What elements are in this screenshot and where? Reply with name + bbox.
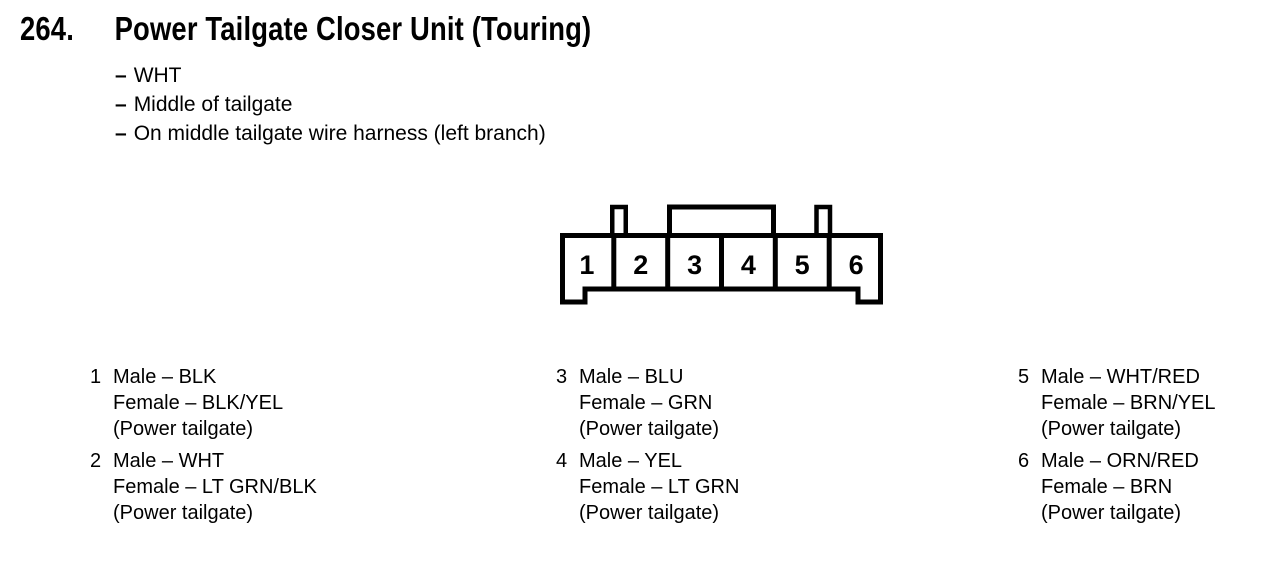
- page-heading: 264. Power Tailgate Closer Unit (Touring…: [20, 9, 591, 49]
- pin-location: (Power tailgate): [1041, 418, 1182, 440]
- pin-details-column-3: 5 Male – WHT/RED Female – BRN/YEL (Power…: [1018, 364, 1216, 526]
- pin-male-wire: Male – YEL: [579, 450, 683, 472]
- note-text: Middle of tailgate: [133, 93, 293, 116]
- pin-location: (Power tailgate): [579, 502, 720, 524]
- pin-number: 6: [1018, 450, 1030, 472]
- note-line-position: – Middle of tailgate: [115, 90, 546, 119]
- connector-tab-left: [610, 204, 628, 240]
- note-line-color: – WHT: [115, 61, 546, 90]
- pin-entry-5: 5 Male – WHT/RED Female – BRN/YEL (Power…: [1018, 364, 1216, 442]
- pin-number: 5: [1018, 366, 1030, 388]
- section-number: 264.: [20, 10, 74, 47]
- note-text: WHT: [133, 64, 182, 87]
- cavity-number-2: 2: [633, 250, 648, 280]
- pin-male-wire: Male – BLK: [113, 366, 217, 388]
- pin-male-wire: Male – WHT: [113, 450, 225, 472]
- pin-entry-3: 3 Male – BLU Female – GRN (Power tailgat…: [556, 364, 739, 442]
- pin-female-wire: Female – LT GRN/BLK: [113, 476, 317, 498]
- pin-details-column-1: 1 Male – BLK Female – BLK/YEL (Power tai…: [90, 364, 317, 526]
- pin-location: (Power tailgate): [113, 502, 254, 524]
- connector-cavity-dividers: [611, 235, 832, 289]
- pin-entry-1: 1 Male – BLK Female – BLK/YEL (Power tai…: [90, 364, 317, 442]
- pin-entry-4: 4 Male – YEL Female – LT GRN (Power tail…: [556, 448, 739, 526]
- dash-bullet: –: [115, 93, 127, 116]
- pin-female-wire: Female – LT GRN: [579, 476, 740, 498]
- dash-bullet: –: [115, 122, 127, 145]
- dash-bullet: –: [115, 64, 127, 87]
- connector-tab-right: [814, 204, 833, 240]
- pin-male-wire: Male – WHT/RED: [1041, 366, 1200, 388]
- cavity-number-6: 6: [849, 250, 864, 280]
- connector-notes: – WHT – Middle of tailgate – On middle t…: [115, 61, 546, 148]
- cavity-number-1: 1: [579, 250, 594, 280]
- pin-female-wire: Female – BLK/YEL: [113, 392, 284, 414]
- pin-male-wire: Male – ORN/RED: [1041, 450, 1199, 472]
- pin-location: (Power tailgate): [579, 418, 720, 440]
- connector-diagram: 1 2 3 4 5 6: [560, 204, 883, 305]
- cavity-number-3: 3: [687, 250, 702, 280]
- pin-entry-2: 2 Male – WHT Female – LT GRN/BLK (Power …: [90, 448, 317, 526]
- pin-number: 2: [90, 450, 102, 472]
- note-line-harness: – On middle tailgate wire harness (left …: [115, 119, 546, 148]
- pin-female-wire: Female – GRN: [579, 392, 713, 414]
- pin-details-column-2: 3 Male – BLU Female – GRN (Power tailgat…: [556, 364, 739, 526]
- pin-number: 4: [556, 450, 568, 472]
- pin-number: 1: [90, 366, 102, 388]
- cavity-number-5: 5: [795, 250, 810, 280]
- pin-male-wire: Male – BLU: [579, 366, 684, 388]
- pin-location: (Power tailgate): [1041, 502, 1182, 524]
- pin-location: (Power tailgate): [113, 418, 254, 440]
- note-text: On middle tailgate wire harness (left br…: [133, 122, 546, 145]
- section-title: Power Tailgate Closer Unit (Touring): [114, 10, 592, 47]
- pin-female-wire: Female – BRN: [1041, 476, 1173, 498]
- pin-number: 3: [556, 366, 568, 388]
- pin-entry-6: 6 Male – ORN/RED Female – BRN (Power tai…: [1018, 448, 1216, 526]
- pin-female-wire: Female – BRN/YEL: [1041, 392, 1216, 414]
- cavity-number-4: 4: [741, 250, 756, 280]
